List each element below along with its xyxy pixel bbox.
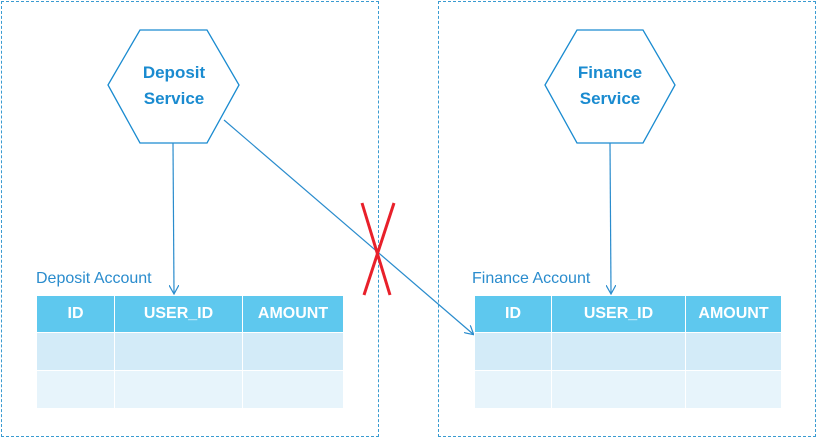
table-row [474, 370, 782, 409]
deposit-to-finance-account-arrow [223, 119, 473, 334]
table-cell [114, 370, 243, 409]
table-row [474, 332, 782, 371]
table-cell [242, 332, 344, 371]
deposit-service-hexagon[interactable] [107, 29, 240, 144]
table-cell [551, 370, 686, 409]
table-cell [242, 370, 344, 409]
finance-service-label-line2: Service [579, 89, 641, 108]
table-cell [474, 332, 552, 371]
table-row [36, 332, 344, 371]
finance-account-table: ID USER_ID AMOUNT [474, 295, 782, 409]
finance-service-label: Finance Service [554, 60, 666, 112]
table-header-row: ID USER_ID AMOUNT [36, 295, 344, 333]
finance-boundary [438, 1, 816, 437]
table-cell [685, 332, 782, 371]
deposit-account-title: Deposit Account [36, 270, 152, 287]
finance-service-label-line1: Finance [577, 63, 643, 82]
column-header-user-id: USER_ID [114, 295, 243, 333]
deposit-service-label-line2: Service [143, 89, 205, 108]
table-cell [551, 332, 686, 371]
column-header-amount: AMOUNT [685, 295, 782, 333]
deposit-service-label-line1: Deposit [142, 63, 206, 82]
deposit-service-label: Deposit Service [118, 60, 230, 112]
deposit-boundary [1, 1, 379, 437]
forbidden-cross-mark [360, 202, 396, 296]
finance-to-finance-account-arrow [610, 142, 611, 293]
table-cell [114, 332, 243, 371]
table-cell [36, 370, 115, 409]
table-cell [685, 370, 782, 409]
table-header-row: ID USER_ID AMOUNT [474, 295, 782, 333]
deposit-account-table: ID USER_ID AMOUNT [36, 295, 344, 409]
finance-account-title: Finance Account [472, 270, 591, 287]
finance-service-hexagon[interactable] [544, 29, 676, 144]
table-cell [474, 370, 552, 409]
table-row [36, 370, 344, 409]
column-header-id: ID [474, 295, 552, 333]
column-header-user-id: USER_ID [551, 295, 686, 333]
column-header-amount: AMOUNT [242, 295, 344, 333]
table-cell [36, 332, 115, 371]
column-header-id: ID [36, 295, 115, 333]
deposit-to-deposit-account-arrow [173, 142, 174, 293]
